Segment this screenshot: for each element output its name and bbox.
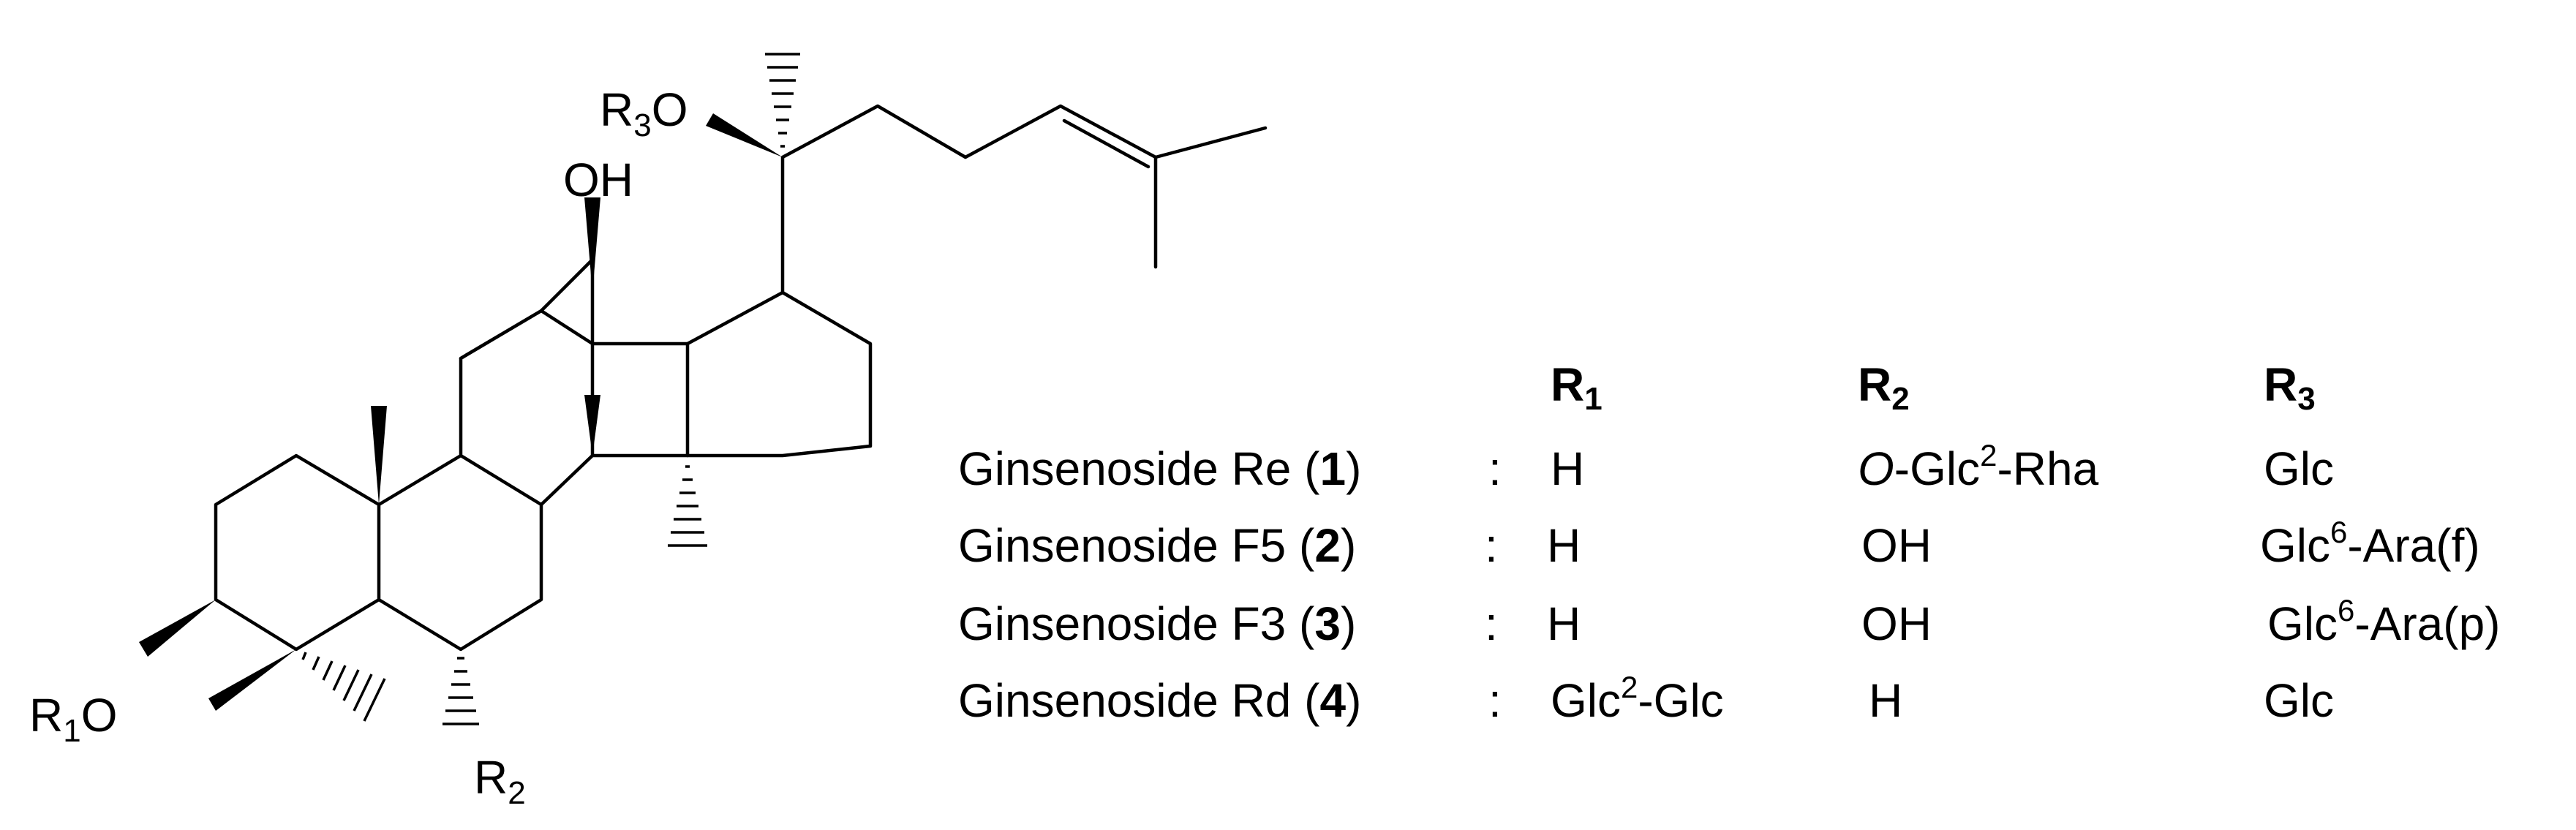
cell-r3: Glc: [2264, 442, 2334, 495]
compound-name: Ginsenoside F3 (3): [958, 597, 1356, 650]
header-r1: R1: [1551, 358, 1603, 417]
r1o-label: R1O: [29, 689, 117, 749]
row-colon: :: [1485, 597, 1498, 650]
ring-b-bonds: [377, 453, 543, 652]
header-r2: R2: [1858, 358, 1910, 417]
cell-r2: OH: [1861, 597, 1932, 650]
ring-c-right: [590, 342, 690, 458]
header-r3: R3: [2264, 358, 2316, 417]
c10-methyl-wedge: [371, 406, 387, 505]
cell-r1: H: [1547, 519, 1581, 572]
r2-label: R2: [474, 751, 526, 811]
side-chain-bonds: [780, 104, 1268, 295]
double-bond-c24-c25: [1062, 118, 1150, 169]
table-row: Ginsenoside F3 (3) : H OH Glc6-Ara(p): [958, 593, 2500, 650]
table-row: Ginsenoside F5 (2) : H OH Glc6-Ara(f): [958, 515, 2480, 572]
cell-r2: O-Glc2-Rha: [1858, 438, 2099, 495]
wedge-bonds: [139, 113, 783, 711]
compound-name: Ginsenoside Re (1): [958, 442, 1361, 495]
row-colon: :: [1488, 674, 1502, 727]
c6-r2-hash: [442, 657, 479, 725]
cell-r2: H: [1869, 674, 1902, 727]
table-row: Ginsenoside Re (1) : H O-Glc2-Rha Glc: [958, 438, 2334, 495]
c20-methyl-hash: [765, 53, 800, 148]
cell-r1: H: [1551, 442, 1584, 495]
cell-r2: OH: [1861, 519, 1932, 572]
hashed-bonds: [301, 53, 800, 725]
ring-c-bonds: [377, 257, 595, 507]
ring-d-bonds: [685, 290, 873, 458]
c4-methyl-hash: [301, 652, 386, 722]
cell-r1: Glc2-Glc: [1551, 670, 1724, 727]
c20-o-wedge: [706, 113, 783, 157]
ring-c-top: [459, 309, 543, 361]
c3-o-wedge: [139, 600, 216, 657]
substituent-table: R1 R2 R3 Ginsenoside Re (1) : H O-Glc2-R…: [958, 358, 2500, 727]
ring-a-bonds: [214, 453, 381, 652]
compound-name: Ginsenoside F5 (2): [958, 519, 1356, 572]
c12-oh-wedge: [584, 197, 600, 293]
c14-methyl-hash: [668, 465, 707, 547]
cell-r3: Glc6-Ara(p): [2267, 593, 2500, 650]
cell-r1: H: [1547, 597, 1581, 650]
r3o-label: R3O: [600, 83, 688, 143]
c12-bonds: [539, 257, 595, 313]
table-row: Ginsenoside Rd (4) : Glc2-Glc H Glc: [958, 670, 2334, 727]
row-colon: :: [1485, 519, 1498, 572]
c8-methyl-wedge: [584, 395, 600, 456]
c12-oh-label: OH: [563, 154, 633, 206]
compound-name: Ginsenoside Rd (4): [958, 674, 1361, 727]
table-headers: R1 R2 R3: [1551, 358, 2316, 417]
atom-labels: OH R1O R2 R3O: [29, 83, 688, 811]
c4-methyl-wedge: [208, 649, 296, 711]
cell-r3: Glc: [2264, 674, 2334, 727]
cell-r3: Glc6-Ara(f): [2260, 515, 2480, 572]
row-colon: :: [1488, 442, 1502, 495]
